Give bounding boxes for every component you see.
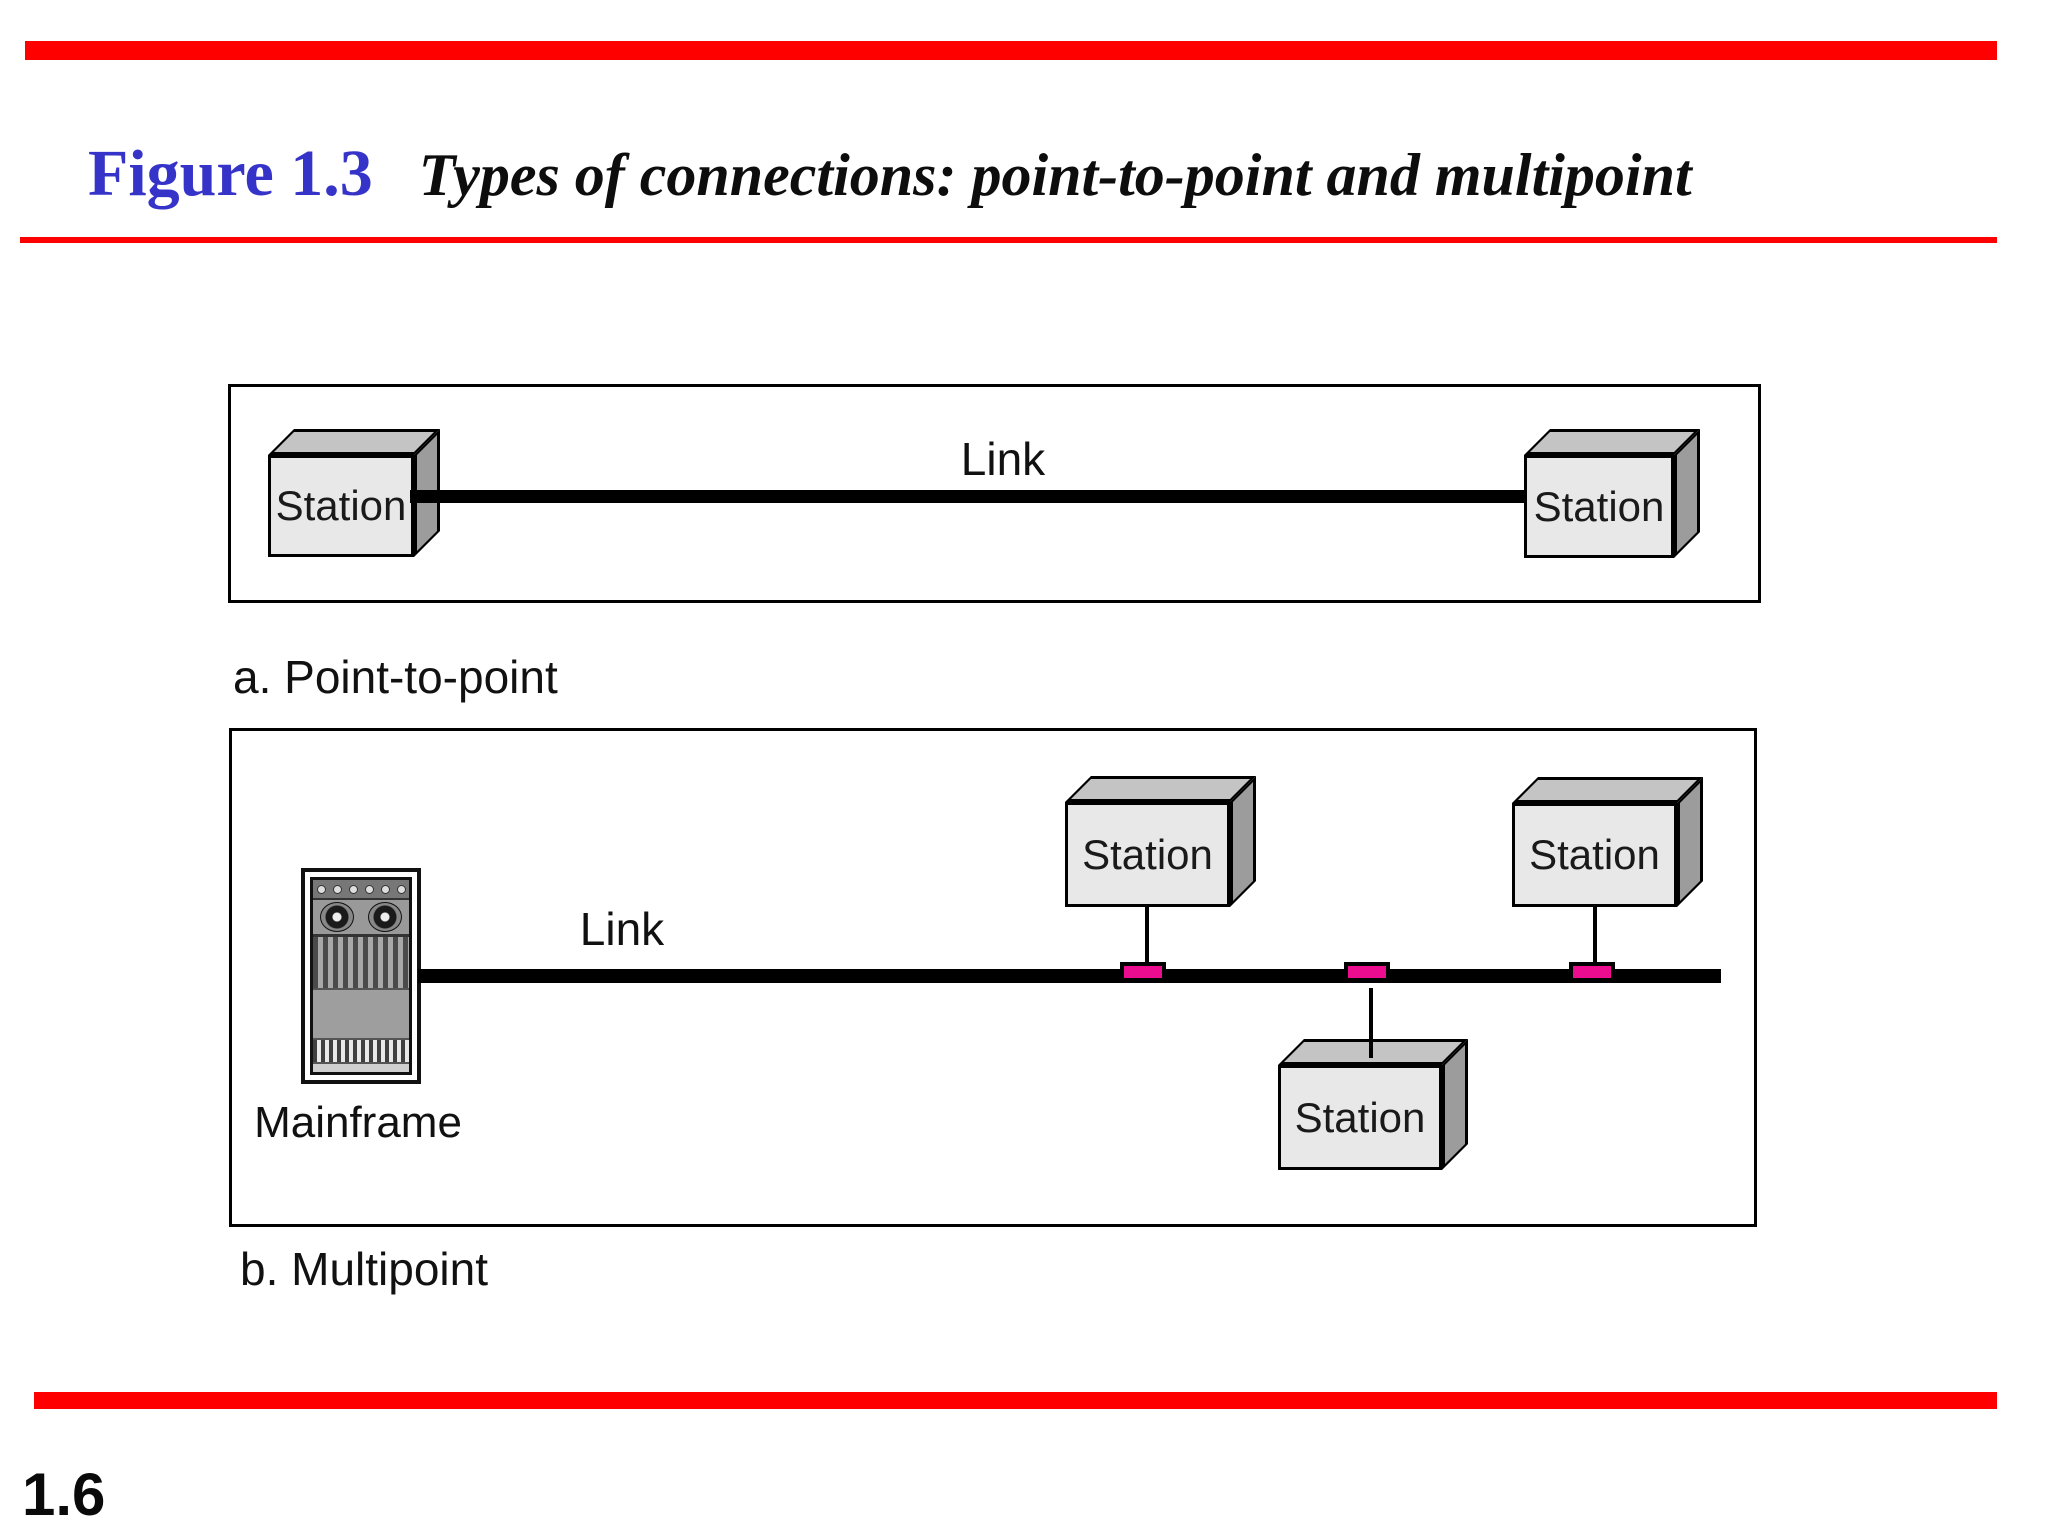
tap-connector	[1120, 962, 1166, 982]
mainframe-label: Mainframe	[254, 1098, 462, 1147]
mainframe-indicator-lights	[313, 880, 409, 898]
station-box-b1: Station	[1065, 776, 1256, 907]
link-label-b: Link	[579, 903, 665, 955]
station-label: Station	[268, 455, 414, 557]
mainframe-cabinet	[310, 877, 412, 1075]
top-rule	[25, 41, 1997, 60]
mainframe-base	[313, 1064, 409, 1072]
link-label-a: Link	[960, 433, 1046, 485]
tape-reel-icon	[320, 902, 354, 932]
bottom-rule	[34, 1392, 1997, 1409]
station-box-a2: Station	[1524, 429, 1700, 558]
drop-line-station-b3	[1369, 988, 1373, 1058]
mainframe-tape-drives	[313, 934, 409, 990]
link-line-a	[410, 490, 1526, 503]
mainframe-panel	[313, 990, 409, 1038]
slide-title: Figure 1.3 Types of connections: point-t…	[88, 136, 1692, 212]
page-number: 1.6	[22, 1461, 106, 1528]
figure-title: Types of connections: point-to-point and…	[418, 142, 1692, 208]
station-box-top-face	[1524, 429, 1700, 455]
tap-connector	[1569, 962, 1615, 982]
station-box-top-face	[268, 429, 440, 455]
tape-reel-icon	[368, 902, 402, 932]
station-label: Station	[1065, 802, 1230, 907]
mainframe-icon	[301, 868, 421, 1084]
drop-line-station-b2	[1593, 905, 1597, 964]
station-box-a1: Station	[268, 429, 440, 557]
station-box-top-face	[1065, 776, 1256, 802]
title-underline	[20, 237, 1997, 243]
link-line-b	[418, 969, 1721, 983]
station-box-top-face	[1278, 1039, 1468, 1065]
figure-label: Figure 1.3	[88, 137, 373, 210]
station-label: Station	[1524, 455, 1674, 558]
drop-line-station-b1	[1145, 905, 1149, 964]
station-box-b2: Station	[1512, 777, 1703, 907]
station-label: Station	[1512, 803, 1677, 907]
station-box-top-face	[1512, 777, 1703, 803]
station-box-b3: Station	[1278, 1039, 1468, 1170]
tap-connector	[1344, 962, 1390, 982]
caption-point-to-point: a. Point-to-point	[233, 651, 558, 703]
mainframe-vent-grille	[313, 1038, 409, 1064]
mainframe-tape-reels	[313, 898, 409, 934]
caption-multipoint: b. Multipoint	[240, 1243, 489, 1295]
station-label: Station	[1278, 1065, 1442, 1170]
